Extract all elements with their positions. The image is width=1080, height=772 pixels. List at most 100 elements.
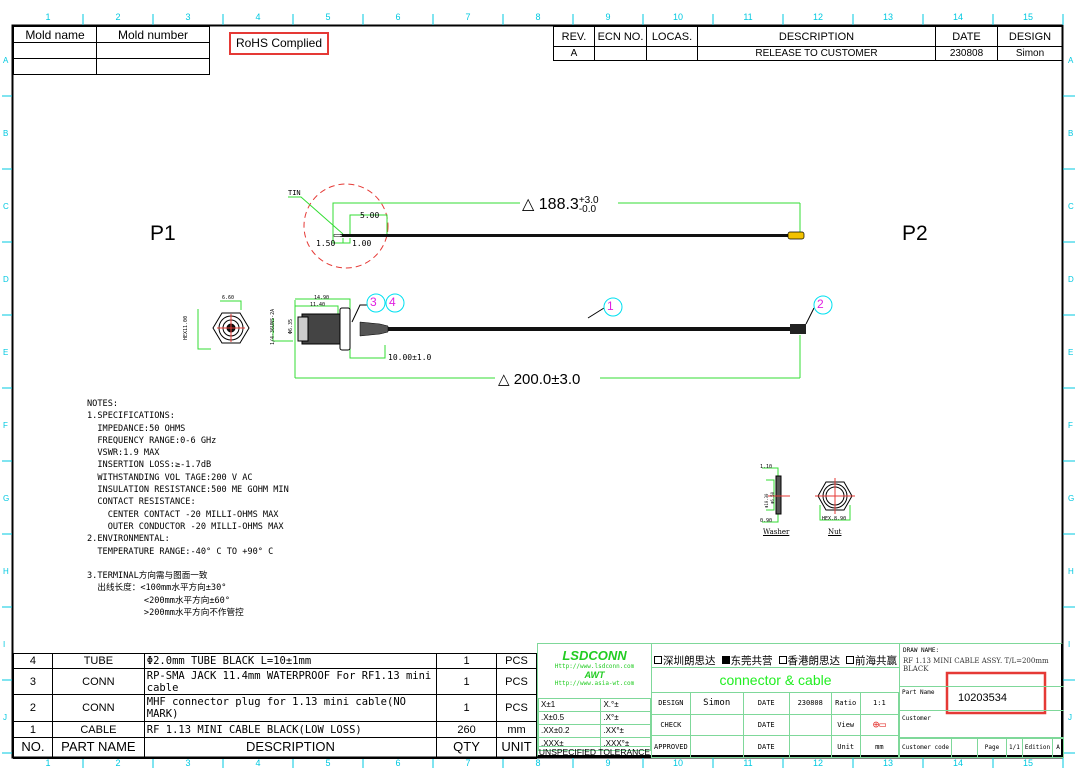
balloon-1: 1: [607, 299, 614, 313]
sma-jack-front: [212, 312, 250, 344]
grid-column-label: 11: [743, 12, 753, 22]
bom-no: 2: [13, 694, 53, 722]
grid-column-label: 15: [1022, 12, 1033, 22]
dim-thread: 1/4-36UNS-2A: [270, 308, 276, 345]
dim-1-00: 1.00: [352, 239, 372, 248]
url-asia-wt: Http://www.asia-wt.com: [554, 680, 635, 687]
projection-icon: ⊕▭: [859, 713, 900, 737]
dim-10: 10.00±1.0: [388, 353, 432, 362]
note-line: 2.ENVIRONMENTAL:: [87, 534, 170, 545]
note-line: INSERTION LOSS:≥-1.7dB: [87, 460, 212, 471]
dim-11-40: 11.40: [310, 302, 326, 308]
checkbox-icon[interactable]: [778, 656, 787, 664]
tolerance-cell: X±1: [537, 698, 602, 712]
dim-6-60: 6.60: [222, 295, 235, 301]
balloon-2: 2: [817, 297, 824, 311]
grid-row-label: E: [3, 348, 9, 357]
length-bottom: △ 200.0±3.0: [498, 371, 581, 388]
site-label: 深圳朗思达: [663, 655, 716, 667]
grid-column-label: 14: [952, 758, 963, 768]
bom-desc: Φ2.0mm TUBE BLACK L=10±1mm: [143, 653, 438, 669]
bom-unit: PCS: [495, 694, 538, 722]
grid-column-label: 12: [812, 12, 823, 22]
draw-name-cell: DRAW NAME: RF 1.13 MINI CABLE ASSY. T/L=…: [899, 644, 1064, 687]
grid-row-label: B: [1068, 129, 1074, 138]
sma-jack-side: [297, 307, 351, 351]
unspecified-tolerance: UNSPECIFIED TOLERANCE: [538, 746, 651, 757]
bottom-cable: [385, 327, 790, 331]
site-label: 前海共赢: [855, 655, 897, 667]
revision-header: DATE: [935, 26, 998, 47]
tolerance-cell: .XX°±: [600, 724, 651, 738]
tolerance-cell: X.°±: [600, 698, 651, 712]
grid-row-label: H: [3, 567, 9, 576]
revision-header: DESCRIPTION: [697, 26, 936, 47]
grid-row-label: D: [1068, 275, 1074, 284]
grid-column-label: 1: [45, 758, 51, 768]
checkbox-icon[interactable]: [654, 656, 662, 664]
note-line: 1.SPECIFICATIONS:: [87, 411, 175, 422]
grid-row-label: G: [3, 494, 10, 503]
revision-cell: RELEASE TO CUSTOMER: [697, 46, 936, 61]
note-line: CENTER CONTACT -20 MILLI-OHMS MAX: [87, 509, 279, 520]
grid-column-label: 14: [952, 12, 963, 22]
bom-qty: 1: [436, 653, 497, 669]
grid-column-label: 5: [325, 12, 331, 22]
note-line: <200mm水平方向±60°: [87, 595, 231, 606]
site-checkboxes: 深圳朗思达东莞共营香港朗思达前海共赢: [651, 644, 899, 668]
bom-header: QTY: [436, 737, 497, 759]
design-date: 230808: [788, 692, 832, 715]
grid-column-label: 4: [255, 12, 261, 22]
p1-label: P1: [150, 222, 176, 245]
notes: NOTES:1.SPECIFICATIONS: IMPEDANCE:50 OHM…: [87, 398, 289, 619]
checkbox-icon[interactable]: [846, 656, 854, 664]
grid-column-label: 11: [743, 758, 753, 768]
grid-row-label: I: [1068, 640, 1071, 649]
bom-qty: 1: [436, 668, 497, 695]
bom-no: 4: [13, 653, 53, 669]
bom-part: CABLE: [51, 721, 145, 738]
grid-row-label: G: [1068, 494, 1075, 503]
title-block: LSDCONN Http://www.lsdconn.com AWT Http:…: [537, 643, 1064, 758]
mhf-connector-top: [787, 231, 805, 240]
bom-header: NO.: [13, 737, 53, 759]
dimension-lines: [197, 196, 851, 523]
note-line: OUTER CONDUCTOR -20 MILLI-OHMS MAX: [87, 521, 284, 532]
grid-column-label: 3: [185, 12, 191, 22]
grid-row-label: B: [3, 129, 9, 138]
balloon-3: 3: [370, 295, 377, 309]
nut-hex: HEX.8.90: [822, 516, 847, 522]
p2-label: P2: [902, 222, 928, 245]
note-line: NOTES:: [87, 399, 119, 409]
revision-header: LOCAS.: [646, 26, 698, 47]
url-lsdconn: Http://www.lsdconn.com: [554, 663, 635, 670]
grid-row-label: I: [3, 640, 6, 649]
part-number-highlight: [945, 671, 1047, 715]
tagline: connector & cable: [651, 668, 899, 692]
grid-column-label: 10: [672, 12, 683, 22]
grid-column-label: 6: [395, 12, 401, 22]
nut-label: Nut: [828, 528, 842, 536]
revision-cell: [594, 46, 647, 61]
grid-column-label: 13: [882, 758, 893, 768]
washer-0-90: 0.90: [760, 518, 773, 524]
revision-header: DESIGN: [997, 26, 1063, 47]
washer-10-30: Φ10.30: [764, 493, 769, 508]
grid-row-label: D: [3, 275, 9, 284]
checkbox-checked-icon[interactable]: [721, 656, 730, 664]
bom-no: 3: [13, 668, 53, 695]
revision-header: ECN NO.: [594, 26, 647, 47]
grid-column-label: 8: [535, 758, 541, 768]
revision-cell: A: [553, 46, 595, 61]
grid-row-label: E: [1068, 348, 1074, 357]
note-line: WITHSTANDING VOL TAGE:200 V AC: [87, 472, 253, 483]
balloons: [366, 293, 833, 317]
top-cable: [340, 234, 792, 237]
